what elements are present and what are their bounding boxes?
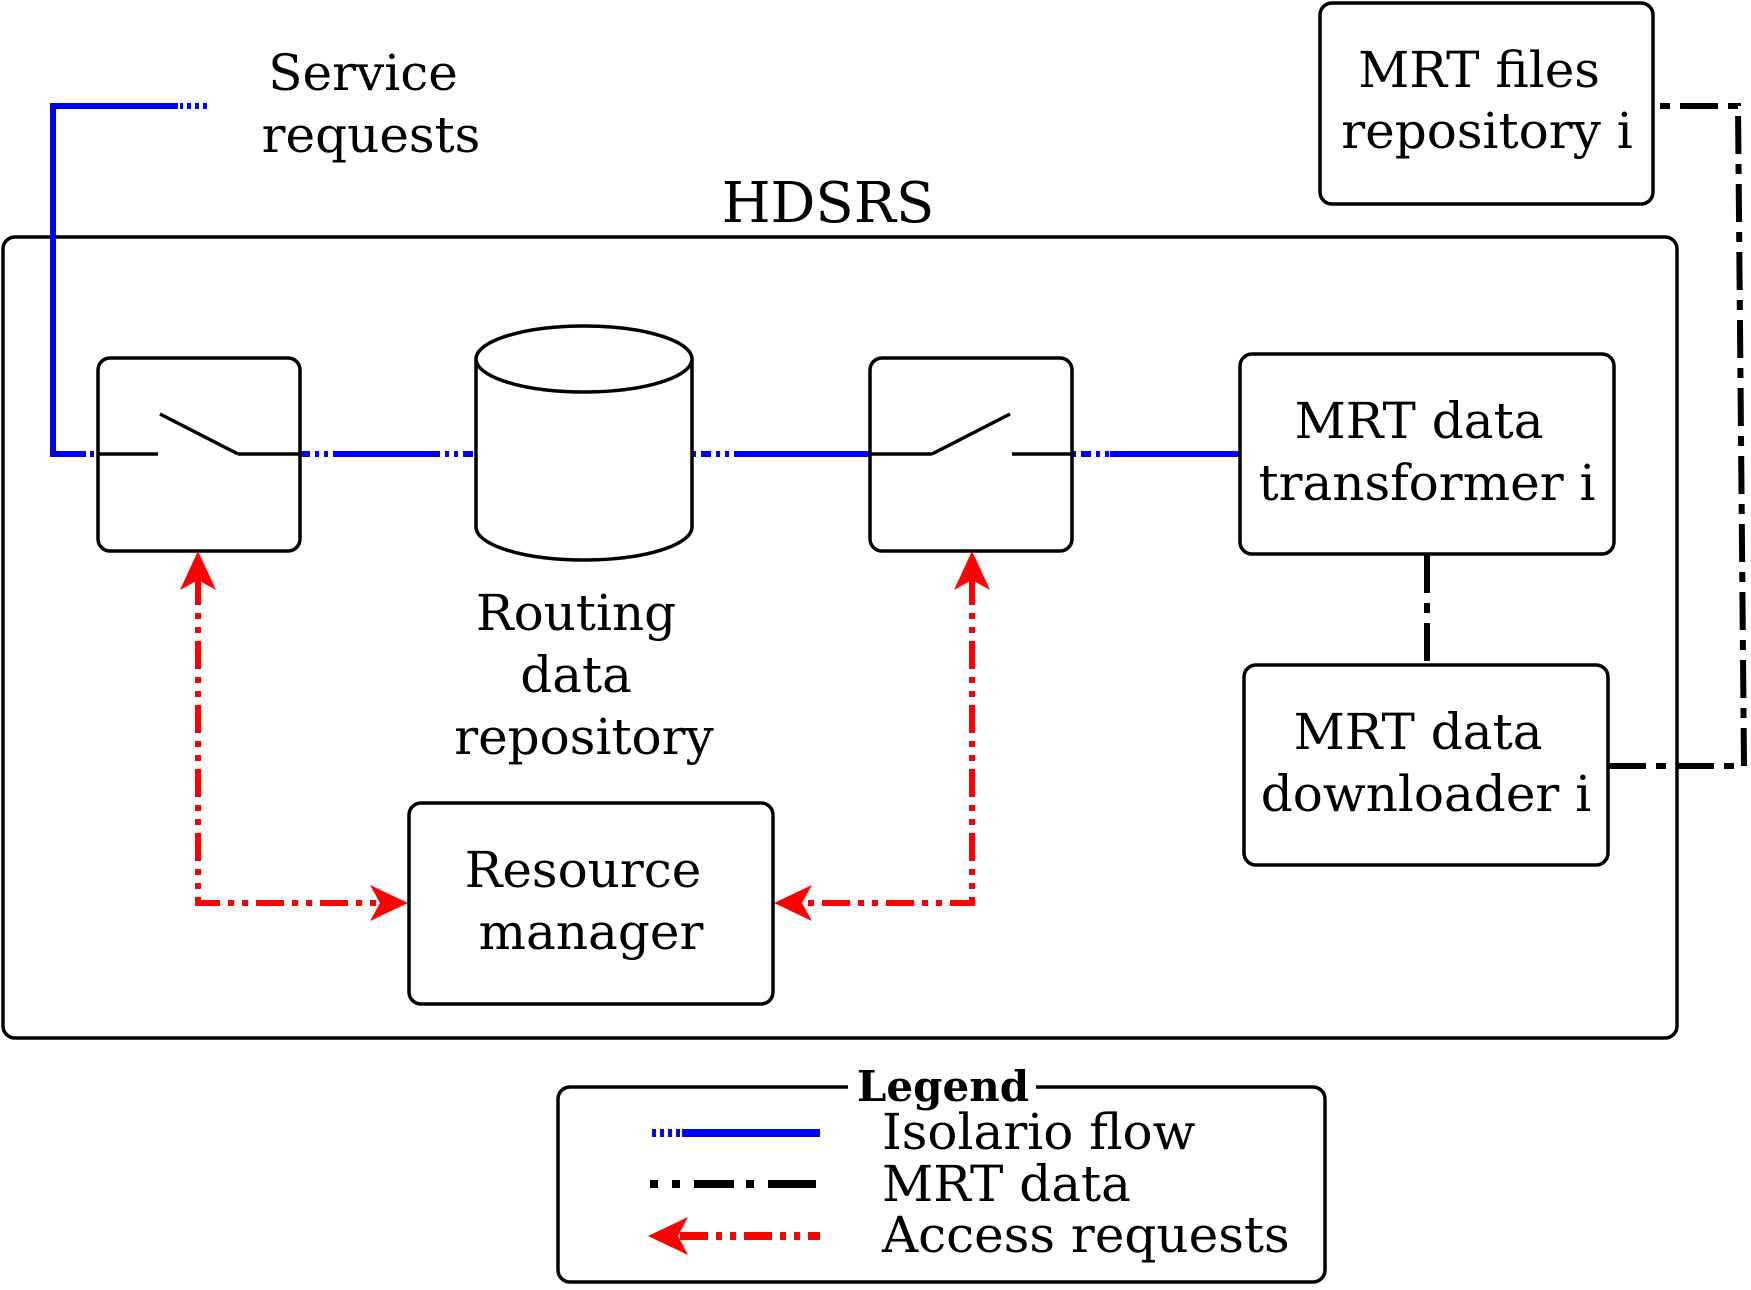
mrt-data-downloader-label: MRT data downloader i: [1261, 703, 1591, 823]
arrowhead-switch2: [954, 551, 990, 590]
arrowhead-switch1: [180, 551, 216, 590]
mrt-files-repository-label: MRT files repository i: [1341, 41, 1632, 160]
arrowhead-rm-right: [774, 885, 812, 921]
legend-access-requests: Access requests: [881, 1206, 1290, 1264]
legend: Legend Isolario flow MRT data Access req…: [556, 1062, 1327, 1284]
mrt-data-downloader-box: MRT data downloader i: [1242, 663, 1610, 867]
isolario-flow-lines: [50, 103, 1240, 457]
hdsrs-container: [1, 235, 1679, 1040]
switch-1: [96, 356, 302, 553]
mrt-data-lines: [1424, 103, 1748, 769]
routing-data-repository-label: Routing data repository: [454, 584, 714, 766]
legend-isolario-flow: Isolario flow: [882, 1103, 1196, 1161]
access-request-lines: [180, 551, 990, 921]
switch-2: [868, 356, 1074, 553]
mrt-data-transformer-box: MRT data transformer i: [1238, 352, 1616, 556]
routing-data-repository-cylinder: [474, 324, 694, 562]
mrt-data-transformer-label: MRT data transformer i: [1259, 392, 1596, 512]
hdsrs-title: HDSRS: [722, 171, 935, 236]
mrt-files-repository-box: MRT files repository i: [1318, 1, 1655, 206]
resource-manager-label: Resource manager: [465, 841, 718, 961]
arrowhead-rm-left: [370, 885, 408, 921]
legend-title: Legend: [857, 1062, 1029, 1111]
legend-mrt-data: MRT data: [882, 1155, 1131, 1213]
resource-manager-box: Resource manager: [407, 801, 775, 1006]
service-requests-label: Service requests: [262, 44, 481, 164]
